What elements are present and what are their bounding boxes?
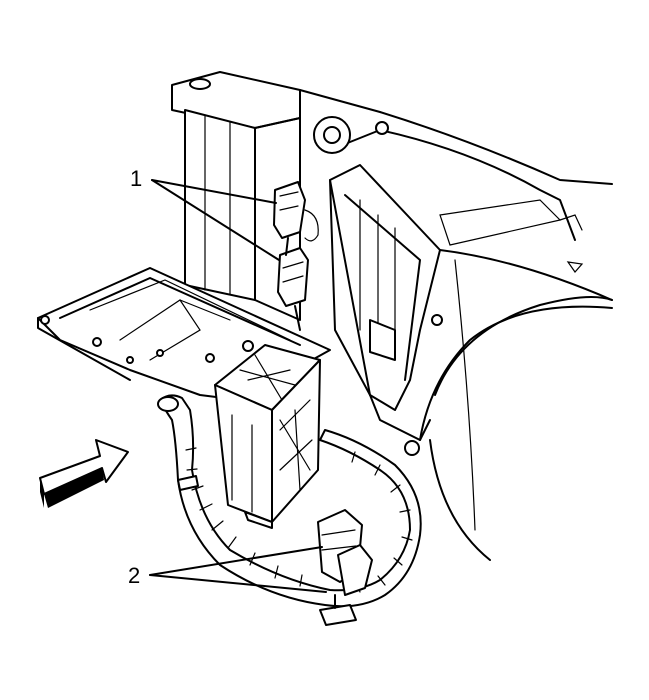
battery bbox=[171, 71, 301, 321]
upper-harness bbox=[273, 181, 319, 331]
callout-2-leaders bbox=[149, 546, 327, 593]
callout-1-label: 1 bbox=[130, 166, 142, 191]
relay-housing bbox=[329, 164, 443, 456]
junction-block bbox=[214, 344, 321, 529]
lower-harness bbox=[157, 394, 422, 608]
fender-body bbox=[299, 89, 613, 561]
mount-bushing bbox=[313, 116, 389, 154]
callout-2-label: 2 bbox=[128, 563, 140, 588]
callout-1-leaders bbox=[151, 179, 280, 261]
direction-arrow-icon bbox=[39, 439, 129, 508]
lower-connectors bbox=[317, 509, 373, 626]
